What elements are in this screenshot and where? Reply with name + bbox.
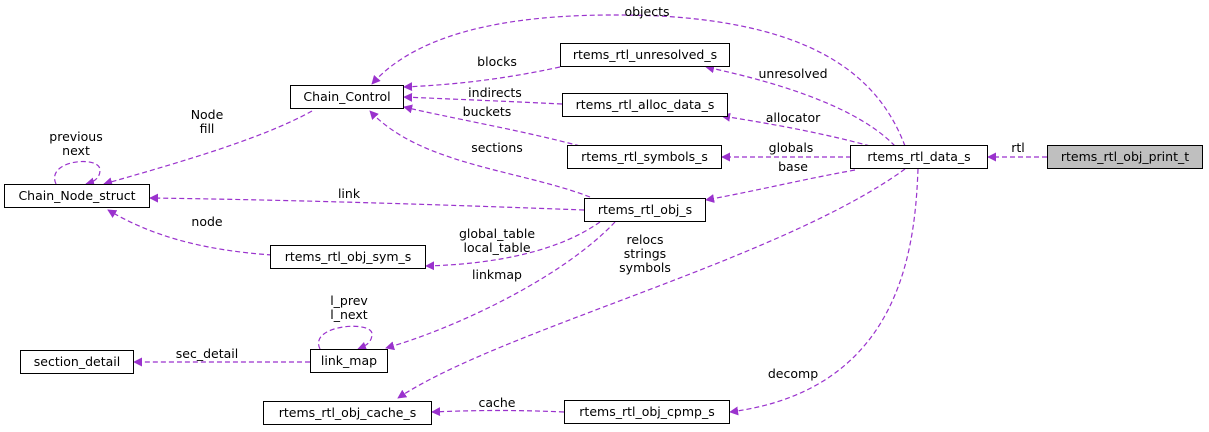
edge-node [107,209,273,256]
label-globals: globals [768,140,814,155]
label-sec-detail: sec_detail [175,346,239,361]
node-link-map[interactable]: link_map [310,349,388,373]
node-rtems-rtl-unresolved-s[interactable]: rtems_rtl_unresolved_s [560,43,730,67]
node-chain-node-struct[interactable]: Chain_Node_struct [4,184,150,208]
node-chain-control[interactable]: Chain_Control [290,85,404,109]
edge-link [149,193,585,211]
edge-indirects [403,92,563,105]
label-link: link [337,186,361,201]
label-linkmap: linkmap [472,267,522,282]
edge-base [705,169,856,203]
label-base: base [778,159,808,174]
node-section-detail[interactable]: section_detail [20,350,134,374]
label-sections: sections [471,140,523,155]
label-cache: cache [478,395,516,410]
edge-decomp [729,168,919,416]
node-rtems-rtl-data-s[interactable]: rtems_rtl_data_s [850,145,988,169]
edge-unresolved [705,64,896,147]
edge-l-prev-l-next [317,325,373,351]
label-allocator: allocator [765,110,821,125]
node-rtems-rtl-symbols-s[interactable]: rtems_rtl_symbols_s [567,145,722,169]
node-rtems-rtl-obj-sym-s[interactable]: rtems_rtl_obj_sym_s [270,245,426,269]
label-unresolved: unresolved [758,66,828,81]
label-node: node [191,214,223,229]
label-buckets: buckets [462,104,512,119]
label-indirects: indirects [468,85,522,100]
node-rtems-rtl-obj-cpmp-s[interactable]: rtems_rtl_obj_cpmp_s [564,400,730,424]
node-rtems-rtl-obj-cache-s[interactable]: rtems_rtl_obj_cache_s [263,401,432,425]
edge-objects [371,14,906,147]
label-decomp: decomp [767,366,819,381]
edge-allocator [721,112,871,147]
label-previous-next: previous next [49,129,103,158]
label-objects: objects [624,4,670,19]
edge-previous-next [53,160,101,187]
edge-node-fill [103,110,313,187]
edge-linkmap [385,221,616,351]
node-rtems-rtl-obj-s[interactable]: rtems_rtl_obj_s [584,198,706,222]
edge-blocks [403,66,561,92]
label-node-fill: Node fill [190,107,224,136]
edge-cache [431,407,565,417]
label-relocs-strings-symbols: relocs strings symbols [619,232,671,275]
node-rtems-rtl-alloc-data-s[interactable]: rtems_rtl_alloc_data_s [562,93,728,117]
edge-buckets [403,104,581,147]
edge-relocs-strings-symbols [397,168,906,399]
label-blocks: blocks [477,54,517,69]
label-rtl: rtl [1011,140,1025,155]
edge-sections [369,110,591,198]
edge-global-local-table [425,221,601,271]
label-global-local-table: global_table local_table [458,226,536,255]
node-rtems-rtl-obj-print-t[interactable]: rtems_rtl_obj_print_t [1047,145,1203,169]
label-l-prev-l-next: l_prev l_next [330,293,368,322]
